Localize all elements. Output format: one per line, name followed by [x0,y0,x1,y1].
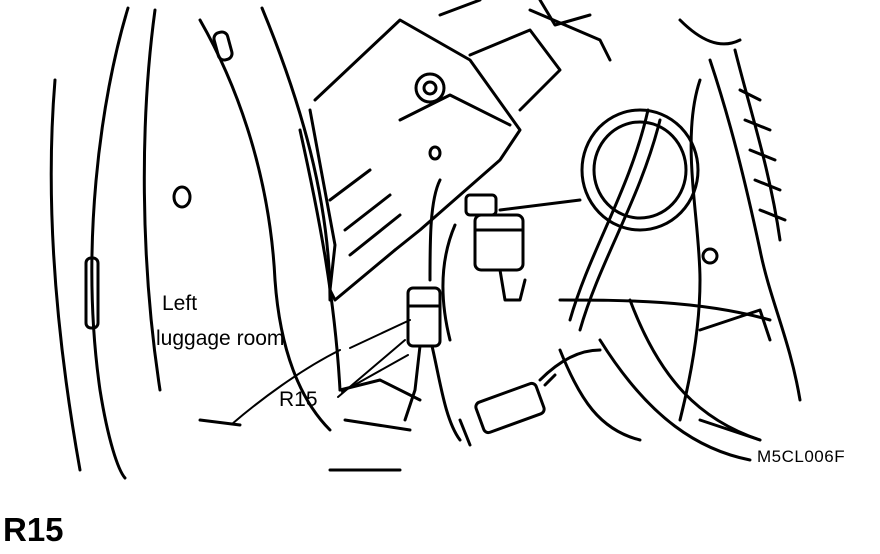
inline-connector [458,348,602,447]
location-label-line2: luggage room [156,327,285,350]
r15-connector [403,178,462,442]
grommet [580,108,700,232]
floor-panel [328,198,772,472]
leader-lines [231,319,411,425]
section-heading: R15 [3,511,64,548]
trim-panel [49,6,342,480]
wire-harness [558,18,802,462]
connector-callout-label: R15 [279,388,318,411]
mounting-bracket [308,0,612,302]
location-label-line1: Left [162,292,198,315]
figure-code-label: M5CL006F [757,447,846,466]
luggage-room-illustration [49,0,802,480]
relay [441,193,527,342]
